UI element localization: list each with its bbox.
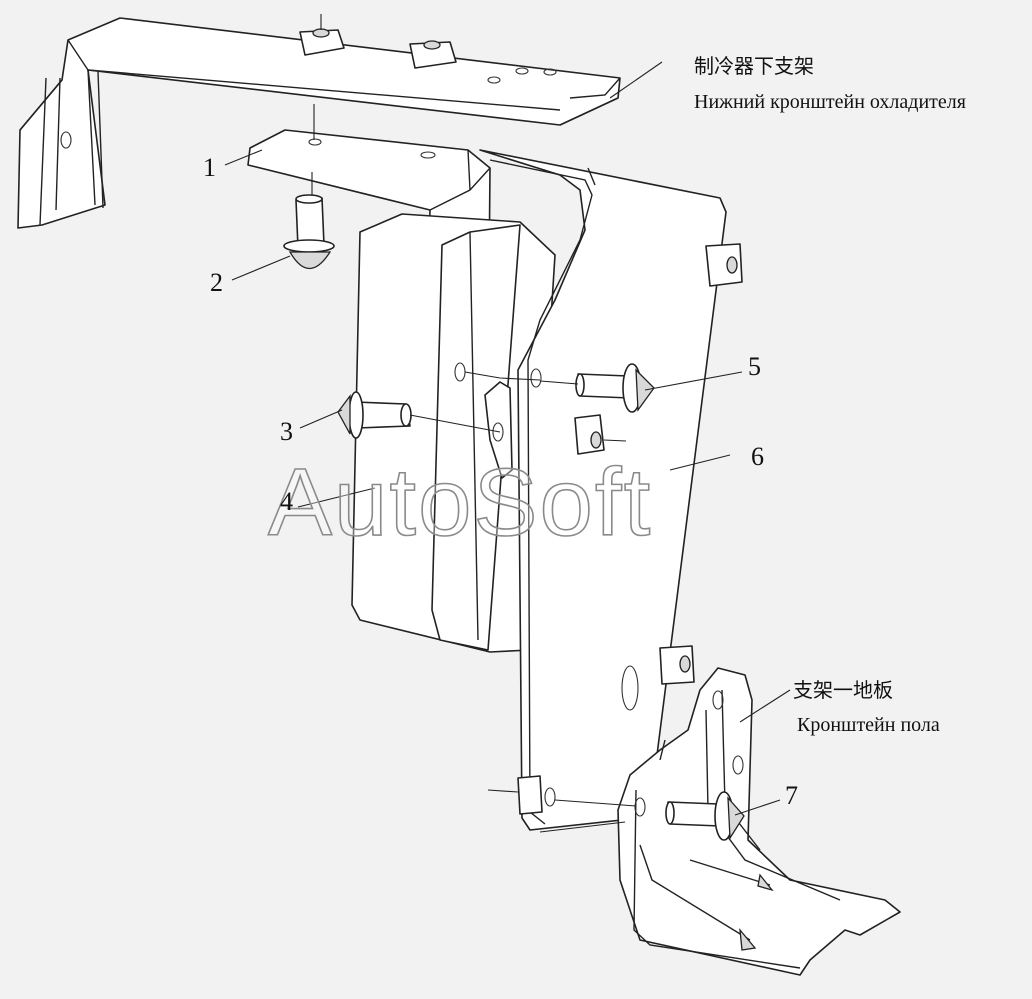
callout-2: 2 [210, 268, 223, 297]
callout-1: 1 [203, 153, 216, 182]
middle-clip [484, 381, 627, 479]
callout-4: 4 [280, 487, 293, 516]
part-5-bolt [464, 363, 655, 413]
caption-floor-bracket-cn: 支架一地板 [793, 678, 893, 702]
watermark-text: AutoSoft [268, 449, 652, 556]
part-3-bolt [337, 391, 501, 439]
callout-5: 5 [748, 352, 761, 381]
leader-lines [224, 61, 791, 816]
caption-cooler-bracket-cn: 制冷器下支架 [694, 54, 814, 78]
caption-cooler-bracket-ru: Нижний кронштейн охладителя [694, 91, 966, 113]
part-7-bolt [487, 789, 745, 841]
callout-7: 7 [785, 781, 798, 810]
callout-3: 3 [280, 417, 293, 446]
floor-bracket [617, 667, 901, 976]
caption-floor-bracket-ru: Кронштейн пола [797, 714, 940, 736]
part-2-stud-bolt [283, 194, 335, 269]
callout-6: 6 [751, 442, 764, 471]
part-6-side-plate [454, 149, 743, 831]
cooler-lower-bracket [17, 14, 621, 229]
